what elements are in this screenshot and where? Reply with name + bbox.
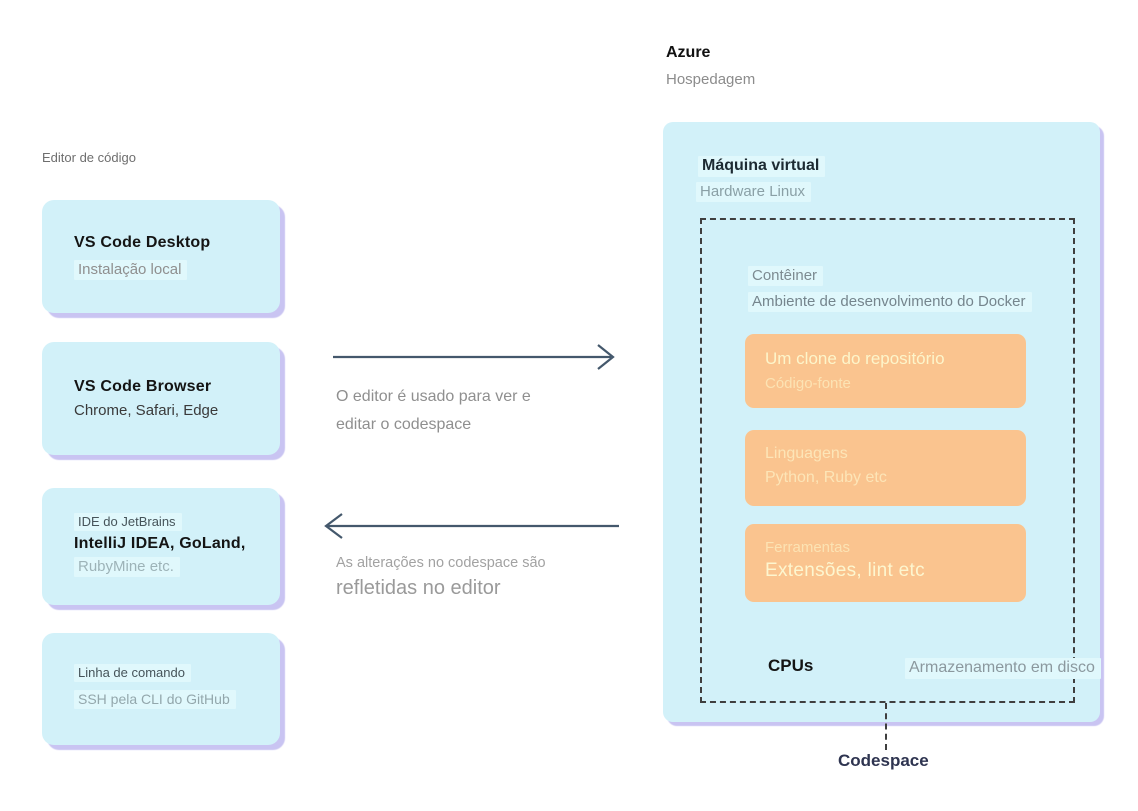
container-item-tools: Ferramentas Extensões, lint etc [745, 524, 1026, 602]
jetbrains-subtitle: RubyMine etc. [74, 557, 180, 577]
tools-title: Ferramentas [765, 539, 851, 556]
flow2-line2: refletidas no editor [336, 577, 501, 599]
flow-text-codespace-to-editor: As alterações no codespace são refletida… [336, 555, 546, 600]
vscode-desktop-title: VS Code Desktop [74, 234, 211, 251]
azure-title: Azure [666, 44, 711, 61]
editor-box-vscode-desktop: VS Code Desktop Instalação local [42, 200, 280, 313]
jetbrains-pre-label: IDE do JetBrains [74, 513, 182, 531]
repo-clone-title: Um clone do repositório [765, 349, 945, 368]
container-subtitle: Ambiente de desenvolvimento do Docker [748, 292, 1032, 312]
tools-subtitle: Extensões, lint etc [765, 560, 925, 581]
languages-subtitle: Python, Ruby etc [765, 469, 887, 486]
repo-clone-subtitle: Código-fonte [765, 375, 851, 392]
azure-subtitle: Hospedagem [666, 71, 756, 88]
vm-title: Máquina virtual [698, 156, 826, 177]
codespace-connector-line [885, 703, 887, 750]
container-boundary: Contêiner Ambiente de desenvolvimento do… [700, 218, 1101, 703]
command-line-pre-label: Linha de comando [74, 664, 191, 682]
flow1-line1: O editor é usado para ver e [336, 388, 531, 405]
flow1-line2: editar o codespace [336, 416, 472, 433]
flow2-line1: As alterações no codespace são [336, 555, 546, 571]
editor-box-jetbrains: IDE do JetBrains IntelliJ IDEA, GoLand, … [42, 488, 280, 605]
virtual-machine-box: Máquina virtual Hardware Linux Contêiner… [663, 122, 1101, 722]
languages-title: Linguagens [765, 445, 848, 462]
jetbrains-title: IntelliJ IDEA, GoLand, [74, 535, 246, 552]
codespace-label: Codespace [838, 751, 929, 770]
vscode-desktop-subtitle: Instalação local [74, 260, 188, 280]
cpu-label: CPUs [768, 656, 814, 675]
editor-box-vscode-browser: VS Code Browser Chrome, Safari, Edge [42, 342, 280, 455]
arrow-editor-to-codespace-icon [333, 344, 615, 370]
container-title: Contêiner [748, 266, 824, 286]
vscode-browser-title: VS Code Browser [74, 378, 212, 395]
vscode-browser-subtitle: Chrome, Safari, Edge [74, 402, 219, 419]
editor-box-command-line: Linha de comando SSH pela CLI do GitHub [42, 633, 280, 745]
command-line-subtitle: SSH pela CLI do GitHub [74, 690, 236, 709]
container-item-languages: Linguagens Python, Ruby etc [745, 430, 1026, 506]
container-item-repo-clone: Um clone do repositório Código-fonte [745, 334, 1026, 408]
disk-label: Armazenamento em disco [905, 658, 1101, 679]
vm-subtitle: Hardware Linux [696, 182, 812, 202]
arrow-codespace-to-editor-icon [324, 513, 619, 539]
flow-text-editor-to-codespace: O editor é usado para ver e editar o cod… [336, 383, 531, 439]
editor-column-label: Editor de código [42, 150, 136, 165]
